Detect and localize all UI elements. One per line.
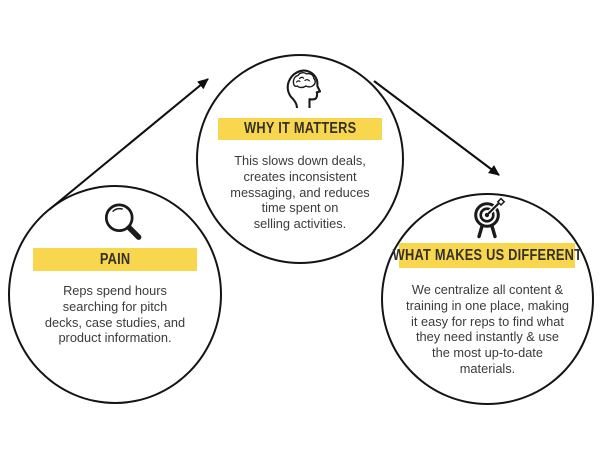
what-makes-us-different-body-text: We centralize all content & training in … — [406, 282, 569, 376]
pain-circle: PAIN Reps spend hours searching for pitc… — [8, 185, 222, 404]
why-it-matters-body-text: This slows down deals, creates inconsist… — [230, 153, 370, 232]
what-makes-us-different-title: WHAT MAKES US DIFFERENT — [392, 246, 582, 264]
what-makes-us-different-circle: WHAT MAKES US DIFFERENT We centralize al… — [381, 193, 594, 405]
pain-body-text: Reps spend hours searching for pitch dec… — [44, 283, 186, 346]
why-it-matters-title-banner: WHY IT MATTERS — [218, 118, 382, 140]
pain-title: PAIN — [99, 250, 131, 268]
head-brain-icon — [286, 69, 322, 109]
why-it-matters-title: WHY IT MATTERS — [243, 120, 357, 137]
why-it-matters-circle: WHY IT MATTERS This slows down deals, cr… — [196, 54, 404, 264]
pain-title-banner: PAIN — [33, 248, 197, 271]
what-makes-us-different-title-banner: WHAT MAKES US DIFFERENT — [392, 243, 581, 268]
magnifier-icon — [104, 203, 142, 240]
target-dart-icon — [474, 197, 506, 239]
